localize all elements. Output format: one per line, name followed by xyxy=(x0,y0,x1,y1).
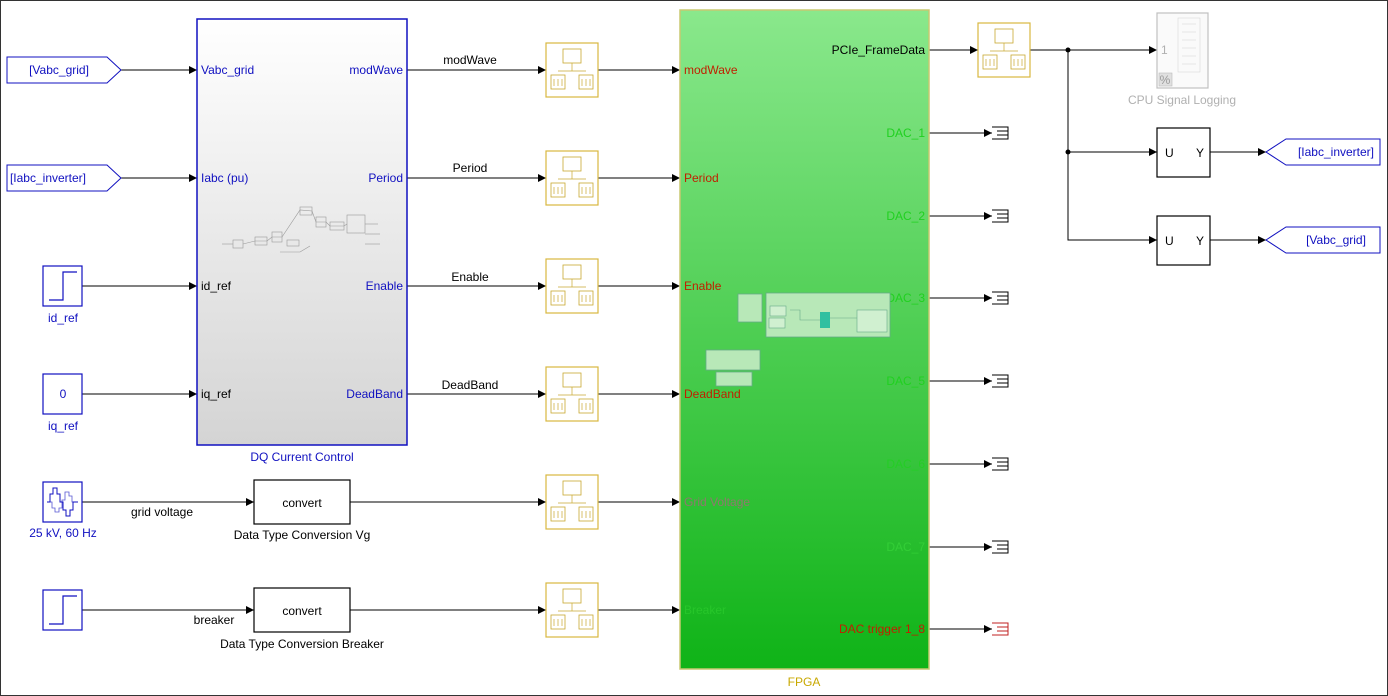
fpga-output-dac7: DAC_7 xyxy=(886,540,925,554)
dq-subsystem-thumbnail xyxy=(222,206,380,253)
three-phase-source-block[interactable]: 25 kV, 60 Hz xyxy=(29,481,97,540)
fpga-output-dac-trigger: DAC trigger 1_8 xyxy=(839,622,925,636)
rate-transition-period[interactable] xyxy=(545,150,599,206)
rate-transition-modwave[interactable] xyxy=(545,42,599,98)
fpga-input-deadband: DeadBand xyxy=(684,387,741,401)
from-tag-iabc-inverter[interactable]: [Iabc_inverter] xyxy=(6,164,122,192)
fpga-subsystem[interactable]: modWave Period Enable DeadBand Grid Volt… xyxy=(679,9,930,689)
block-caption: iq_ref xyxy=(48,419,79,433)
dq-output-period: Period xyxy=(368,171,403,185)
fpga-subsystem-title: FPGA xyxy=(788,675,821,689)
rate-transition-deadband[interactable] xyxy=(545,366,599,422)
convert-text: convert xyxy=(282,604,322,618)
terminator-block[interactable] xyxy=(992,126,1009,140)
signal-conversion-block-2[interactable]: U Y xyxy=(1156,215,1211,266)
signal-label-modwave: modWave xyxy=(443,53,497,67)
fpga-output-dac3: DAC_3 xyxy=(886,291,925,305)
from-tag-vabc-grid[interactable]: [Vabc_grid] xyxy=(6,56,122,84)
dq-input-iq-ref: iq_ref xyxy=(201,387,232,401)
rate-transition-enable[interactable] xyxy=(545,258,599,314)
constant-block-iq-ref[interactable]: 0 iq_ref xyxy=(42,373,83,433)
branch-point xyxy=(1065,149,1071,155)
fpga-output-dac6: DAC_6 xyxy=(886,457,925,471)
goto-tag-label: [Iabc_inverter] xyxy=(1298,145,1374,159)
signal-lines xyxy=(82,46,1266,633)
signal-conversion-block-1[interactable]: U Y xyxy=(1156,127,1211,178)
goto-tag-label: [Vabc_grid] xyxy=(1306,233,1366,247)
terminator-block[interactable] xyxy=(992,540,1009,554)
signal-label-enable: Enable xyxy=(451,270,489,284)
terminator-block[interactable] xyxy=(992,622,1009,636)
constant-value: 0 xyxy=(60,387,67,401)
percent-icon xyxy=(1158,72,1173,87)
signal-label-period: Period xyxy=(453,161,488,175)
cpu-logging-thumbnail xyxy=(1177,17,1201,73)
data-type-conversion-breaker[interactable]: convert Data Type Conversion Breaker xyxy=(220,587,384,651)
fpga-output-pcie: PCIe_FrameData xyxy=(832,43,926,57)
terminator-block[interactable] xyxy=(992,209,1009,223)
rate-transition-grid-voltage[interactable] xyxy=(545,474,599,530)
terminator-block[interactable] xyxy=(992,374,1009,388)
fpga-subsystem-thumbnail xyxy=(705,292,891,387)
goto-tag-iabc-inverter[interactable]: [Iabc_inverter] xyxy=(1265,138,1381,166)
block-caption: id_ref xyxy=(48,311,79,325)
signal-label-grid-voltage: grid voltage xyxy=(131,505,193,519)
block-caption: Data Type Conversion Vg xyxy=(234,528,371,542)
rate-transition-breaker[interactable] xyxy=(545,582,599,638)
goto-tag-vabc-grid[interactable]: [Vabc_grid] xyxy=(1265,226,1381,254)
data-type-conversion-vg[interactable]: convert Data Type Conversion Vg xyxy=(234,479,371,542)
step-block-breaker[interactable] xyxy=(42,589,83,631)
block-caption: CPU Signal Logging xyxy=(1128,93,1236,107)
dq-input-id-ref: id_ref xyxy=(201,279,232,293)
terminator-block[interactable] xyxy=(992,457,1009,471)
branch-point xyxy=(1065,47,1071,53)
dq-input-vabc-grid: Vabc_grid xyxy=(201,63,254,77)
dq-current-control-subsystem[interactable]: Vabc_grid Iabc (pu) id_ref iq_ref modWav… xyxy=(196,18,408,464)
uy-y-label: Y xyxy=(1196,234,1204,248)
from-tag-label: [Iabc_inverter] xyxy=(10,171,86,185)
from-tag-label: [Vabc_grid] xyxy=(29,63,89,77)
step-block-id-ref[interactable]: id_ref xyxy=(42,265,83,325)
terminator-group xyxy=(992,126,1009,636)
fpga-output-dac5: DAC_5 xyxy=(886,374,925,388)
fpga-output-dac2: DAC_2 xyxy=(886,209,925,223)
rate-transition-group xyxy=(545,22,1031,638)
dq-output-enable: Enable xyxy=(366,279,404,293)
signal-label-deadband: DeadBand xyxy=(442,378,499,392)
dq-input-iabc: Iabc (pu) xyxy=(201,171,248,185)
signal-label-breaker: breaker xyxy=(194,613,235,627)
dq-subsystem-title: DQ Current Control xyxy=(250,450,353,464)
block-caption: Data Type Conversion Breaker xyxy=(220,637,384,651)
uy-u-label: U xyxy=(1165,146,1174,160)
convert-text: convert xyxy=(282,496,322,510)
dq-output-modwave: modWave xyxy=(349,63,403,77)
fpga-output-dac1: DAC_1 xyxy=(886,126,925,140)
cpu-port-number: 1 xyxy=(1161,43,1168,57)
dq-output-deadband: DeadBand xyxy=(346,387,403,401)
rate-transition-pcie[interactable] xyxy=(977,22,1031,78)
block-caption: 25 kV, 60 Hz xyxy=(29,526,97,540)
fpga-input-grid-voltage: Grid Voltage xyxy=(684,495,750,509)
uy-u-label: U xyxy=(1165,234,1174,248)
fpga-input-breaker: Breaker xyxy=(684,603,726,617)
fpga-input-modwave: modWave xyxy=(684,63,738,77)
uy-y-label: Y xyxy=(1196,146,1204,160)
terminator-block[interactable] xyxy=(992,291,1009,305)
cpu-signal-logging-block[interactable]: 1 % CPU Signal Logging xyxy=(1128,12,1236,107)
fpga-input-enable: Enable xyxy=(684,279,722,293)
percent-glyph: % xyxy=(1160,73,1171,87)
fpga-input-period: Period xyxy=(684,171,719,185)
